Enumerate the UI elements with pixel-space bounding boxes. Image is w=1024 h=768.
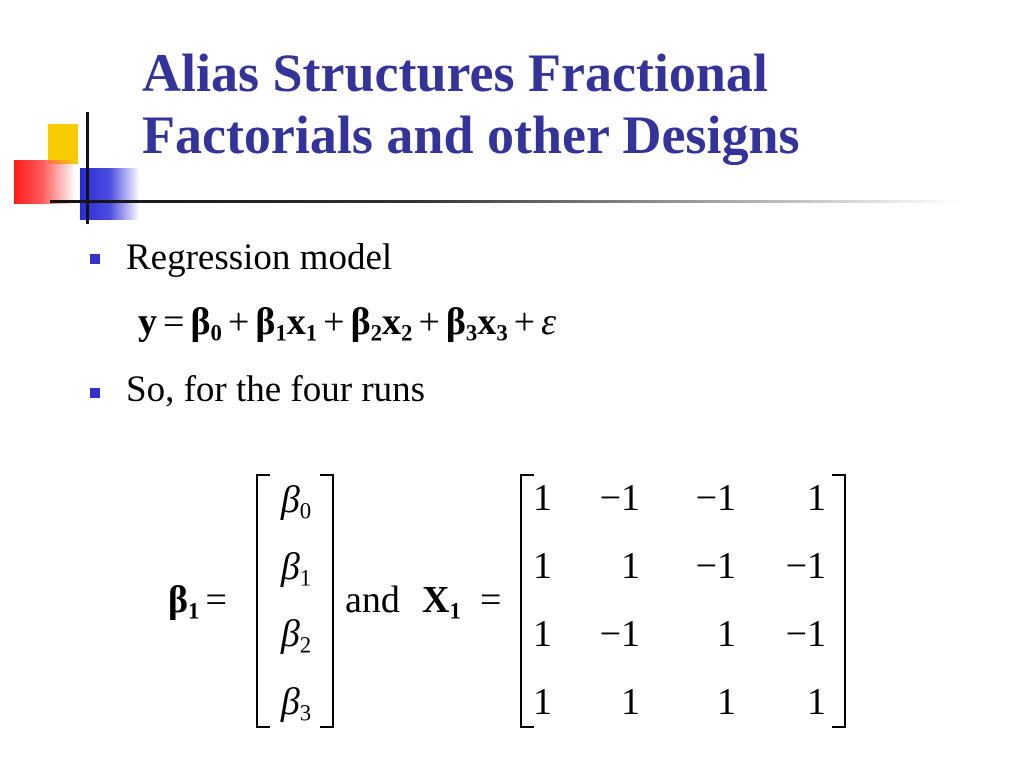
bullet-marker-2: [90, 388, 100, 398]
x-matrix-cell: 1: [717, 613, 736, 655]
x-matrix-cell: 1: [533, 477, 552, 519]
bullet-marker-1: [90, 254, 100, 264]
eq-beta3-sub: 3: [465, 320, 478, 346]
x-matrix-cell: −1: [695, 545, 736, 587]
eq-beta2: β: [350, 301, 371, 343]
eq-x1-sub: 1: [305, 320, 318, 346]
yellow-square-decoration: [48, 124, 78, 164]
bullet-text-1: Regression model: [126, 237, 393, 278]
slide-title: Alias Structures Fractional Factorials a…: [142, 42, 1002, 166]
beta-symbol: β: [280, 546, 300, 588]
corner-decoration: [0, 0, 160, 240]
beta-symbol: β: [280, 613, 300, 655]
x-label-sub: 1: [449, 598, 461, 624]
beta-vector-right-bracket: [320, 474, 334, 728]
x-matrix-left-bracket: [520, 474, 534, 728]
beta-subscript: 2: [299, 632, 312, 658]
x-matrix-cell: 1: [807, 477, 826, 519]
eq-plus-1: +: [227, 301, 250, 343]
beta-symbol: β: [280, 681, 300, 723]
eq-x1: x: [286, 301, 306, 343]
eq-plus-3: +: [418, 301, 440, 343]
title-underline: [50, 200, 960, 203]
eq-plus-4: +: [513, 301, 536, 343]
and-label: and: [345, 579, 400, 621]
eq-y: y: [138, 301, 157, 343]
slide-title-line-2: Factorials and other Designs: [142, 105, 800, 165]
beta-subscript: 0: [299, 498, 312, 524]
x-matrix-cell: 1: [533, 545, 552, 587]
eq-beta2-sub: 2: [370, 320, 383, 346]
red-square-decoration: [14, 160, 76, 204]
beta-vector-entry: β3: [268, 680, 324, 726]
eq-plus-2: +: [323, 301, 345, 343]
eq-beta3: β: [445, 301, 466, 343]
x-matrix-cell: 1: [807, 681, 826, 723]
x-matrix-cell: 1: [621, 681, 640, 723]
x-matrix-cell: 1: [717, 681, 736, 723]
x-label: X: [422, 579, 450, 621]
x-matrix-cell: 1: [533, 613, 552, 655]
x-matrix-cell: −1: [695, 477, 736, 519]
eq-beta1: β: [255, 301, 276, 343]
eq-x3-sub: 3: [496, 320, 508, 346]
eq-x2: x: [382, 301, 402, 343]
x-matrix-cell: −1: [785, 545, 826, 587]
x-matrix-cell: −1: [599, 613, 640, 655]
slide-title-line-1: Alias Structures Fractional: [142, 43, 768, 103]
eq-x3: x: [477, 301, 497, 343]
x-matrix-cell: −1: [785, 613, 826, 655]
x-matrix-cell: −1: [599, 477, 640, 519]
beta-vector-label: β1=: [168, 578, 233, 624]
beta-subscript: 3: [299, 700, 312, 726]
x-matrix-cell: 1: [621, 545, 640, 587]
beta-vector-entry: β2: [268, 612, 324, 658]
beta-vector-left-bracket: [256, 474, 270, 728]
blue-square-decoration: [80, 168, 140, 220]
eq-x2-sub: 2: [401, 320, 413, 346]
eq-equals: =: [163, 301, 185, 343]
lhs-beta-sub: 1: [188, 598, 200, 624]
bullet-text-2: So, for the four runs: [126, 369, 426, 410]
x-matrix-cell: 1: [533, 681, 552, 723]
beta-vector-entry: β1: [268, 545, 324, 591]
lhs-beta: β: [168, 579, 189, 621]
x-matrix-label: X1: [422, 578, 461, 624]
eq-beta0: β: [190, 301, 211, 343]
lhs-equals: =: [205, 579, 227, 621]
eq-beta1-sub: 1: [275, 320, 287, 346]
regression-equation: y=β0+β1x1+β2x2+β3x3+ε: [138, 300, 556, 346]
x-equals: =: [480, 579, 502, 621]
x-matrix-right-bracket: [832, 474, 846, 728]
vertical-rule: [86, 112, 89, 224]
beta-vector-entry: β0: [268, 478, 324, 524]
beta-subscript: 1: [299, 565, 312, 591]
eq-beta0-sub: 0: [210, 320, 222, 346]
eq-epsilon: ε: [541, 301, 557, 343]
beta-symbol: β: [280, 479, 300, 521]
